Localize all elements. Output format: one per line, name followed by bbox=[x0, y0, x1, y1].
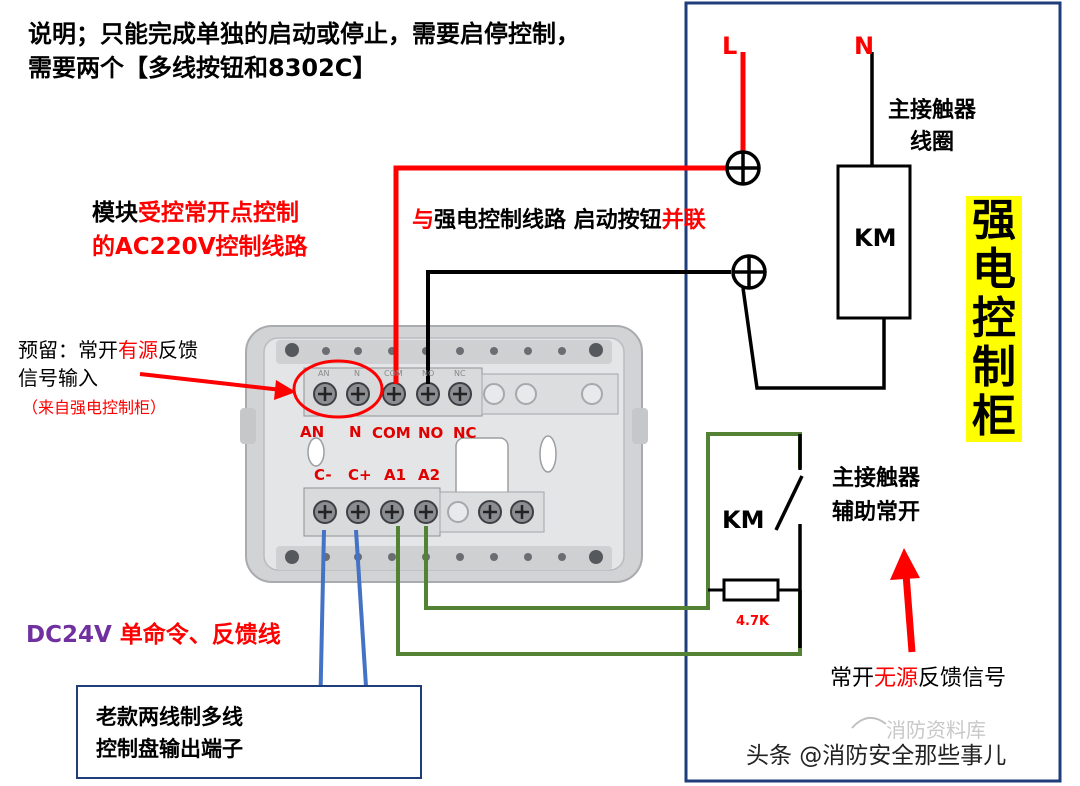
board-mark-nc: NC bbox=[454, 369, 466, 378]
coil-label-line2: 线圈 bbox=[910, 130, 955, 155]
reserve-caption-line1: 预留：常开有源反馈 bbox=[18, 336, 198, 364]
dc24v-caption-b: 单命令、反馈线 bbox=[111, 622, 281, 648]
watermark-swirl-icon bbox=[851, 717, 887, 729]
watermark-faint: 消防资料库 bbox=[886, 718, 986, 742]
board-mark-n: N bbox=[354, 369, 360, 378]
terminal-label-c-minus: C- bbox=[314, 466, 332, 484]
module-caption-line1: 模块受控常开点控制 bbox=[92, 198, 299, 228]
terminal-label-nc: NC bbox=[453, 424, 477, 442]
red-wire-com bbox=[393, 165, 731, 384]
panel-label-line2: 控制盘输出端子 bbox=[96, 737, 243, 761]
cabinet-terminal-top bbox=[725, 150, 761, 186]
passive-feedback-c: 反馈信号 bbox=[918, 666, 1007, 691]
module-caption-line2-b: AC220V控制线路 bbox=[115, 234, 308, 260]
terminal-label-no: NO bbox=[418, 424, 444, 442]
parallel-caption-c: 并联 bbox=[661, 208, 706, 233]
cabinet-title-char-3: 控 bbox=[972, 293, 1016, 344]
parallel-caption-b: 强电控制线路 启动按钮 bbox=[434, 208, 662, 233]
cabinet-terminal-bottom bbox=[731, 254, 767, 290]
cabinet-title: 强 电 控 制 柜 bbox=[966, 196, 1022, 442]
description-note-line1: 说明；只能完成单独的启动或停止，需要启停控制， bbox=[28, 20, 580, 48]
cabinet-frame bbox=[684, 1, 1062, 783]
terminal-screws-bottom bbox=[313, 500, 534, 524]
reserve-caption-line2: 信号输入 bbox=[18, 366, 98, 390]
km-coil-label: KM bbox=[854, 224, 897, 252]
dc24v-caption: DC24V 单命令、反馈线 bbox=[26, 620, 281, 650]
module-caption-line1-a: 模块 bbox=[92, 200, 138, 226]
passive-feedback-a: 常开 bbox=[830, 666, 875, 691]
control-panel-box bbox=[76, 685, 422, 779]
passive-arrow-line bbox=[902, 573, 916, 653]
an-n-highlight-circle bbox=[292, 359, 384, 419]
aux-label-line2: 辅助常开 bbox=[832, 500, 921, 525]
km-contact-label: KM bbox=[722, 506, 765, 534]
reserve-caption-line3: （来自强电控制柜） bbox=[22, 398, 167, 417]
parallel-caption-a: 与 bbox=[412, 208, 435, 233]
reserve-caption-line1-a: 预留：常开 bbox=[18, 338, 118, 362]
coil-label-line1: 主接触器 bbox=[888, 98, 977, 123]
terminal-screws-top bbox=[313, 382, 603, 406]
board-mark-com: COM bbox=[384, 369, 403, 378]
module-caption-line2: 的AC220V控制线路 bbox=[92, 232, 308, 262]
parallel-caption: 与强电控制线路 启动按钮并联 bbox=[412, 206, 706, 236]
board-mark-an: AN bbox=[318, 369, 330, 378]
watermark-text: 头条 @消防安全那些事儿 bbox=[746, 743, 1007, 769]
reserve-arrow-head bbox=[274, 380, 296, 400]
resistor-label: 4.7K bbox=[736, 614, 770, 629]
passive-feedback-caption: 常开无源反馈信号 bbox=[830, 664, 1006, 694]
km-coil-box bbox=[836, 164, 912, 320]
reserve-caption-line1-c: 反馈 bbox=[158, 338, 198, 362]
description-note-line2: 需要两个【多线按钮和8302C】 bbox=[28, 54, 377, 82]
reserve-caption-line1-b: 有源 bbox=[118, 338, 158, 362]
label-L: L bbox=[722, 32, 738, 60]
board-screws bbox=[285, 343, 603, 564]
panel-label-line1: 老款两线制多线 bbox=[96, 705, 243, 729]
resistor-4k7 bbox=[722, 578, 780, 602]
terminal-label-a2: A2 bbox=[418, 466, 441, 484]
cabinet-title-char-5: 柜 bbox=[972, 391, 1016, 442]
module-caption-line2-a: 的 bbox=[92, 234, 115, 260]
passive-arrow-head bbox=[890, 548, 920, 580]
black-wire-coil-return bbox=[741, 287, 886, 390]
terminal-label-a1: A1 bbox=[384, 466, 407, 484]
passive-feedback-b: 无源 bbox=[874, 666, 919, 691]
label-N: N bbox=[854, 32, 875, 60]
terminal-label-n: N bbox=[349, 423, 362, 441]
module-board bbox=[240, 325, 648, 583]
aux-label-line1: 主接触器 bbox=[832, 466, 921, 491]
terminal-label-c-plus: C+ bbox=[348, 466, 372, 484]
reserve-arrow-line bbox=[139, 372, 283, 392]
black-wire-no bbox=[426, 270, 731, 384]
cabinet-title-char-4: 制 bbox=[972, 342, 1016, 393]
board-mark-no: NO bbox=[422, 369, 435, 378]
cabinet-title-char-2: 电 bbox=[972, 244, 1016, 295]
cabinet-title-char-1: 强 bbox=[972, 195, 1016, 246]
terminal-label-an: AN bbox=[300, 423, 325, 441]
module-caption-line1-b: 受控常开点控制 bbox=[138, 200, 299, 226]
aux-contact-blade bbox=[774, 475, 804, 531]
dc24v-caption-a: DC24V bbox=[26, 622, 112, 648]
terminal-label-com: COM bbox=[372, 424, 411, 442]
strip-screws-bottom bbox=[322, 553, 566, 561]
green-wire-a2 bbox=[424, 526, 710, 610]
